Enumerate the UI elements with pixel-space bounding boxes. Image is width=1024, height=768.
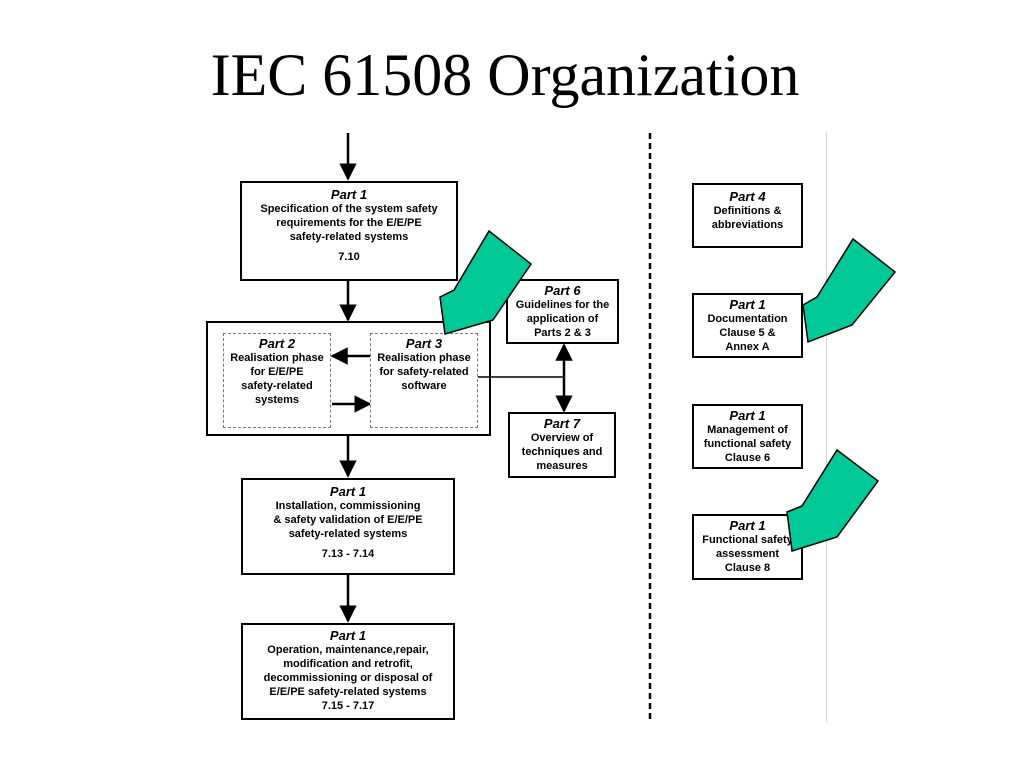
box-text: for safety-related	[379, 366, 469, 378]
box-text: Realisation phase	[377, 352, 471, 364]
box-part1-management: Part 1 Management of functional safety C…	[692, 404, 803, 469]
clause-label: 7.13 - 7.14	[321, 548, 375, 560]
box-text: for E/E/PE	[250, 366, 304, 378]
box-text: Annex A	[725, 341, 770, 353]
box-text: Parts 2 & 3	[534, 327, 591, 339]
box-text: measures	[536, 460, 588, 472]
box-text: modification and retrofit,	[283, 658, 413, 670]
box-text: decommissioning or disposal of	[263, 672, 433, 684]
box-text: Clause 6	[724, 452, 771, 464]
box-text: safety-related systems	[289, 231, 409, 243]
box-part2-hardware-realisation: Part 2 Realisation phase for E/E/PE safe…	[223, 333, 331, 428]
realisation-frame	[206, 321, 491, 436]
box-text: software	[401, 380, 447, 392]
part-label: Part 7	[543, 416, 581, 431]
box-text: Functional safety	[702, 534, 793, 546]
box-text: systems	[254, 394, 300, 406]
part-label: Part 1	[330, 187, 368, 202]
box-text: Management of	[707, 424, 788, 436]
box-text: safety-related	[241, 380, 313, 392]
part-label: Part 3	[405, 336, 443, 351]
box-part1-assessment: Part 1 Functional safety assessment Clau…	[692, 514, 803, 580]
box-text: Specification of the system safety	[260, 203, 438, 215]
box-text: & safety validation of E/E/PE	[273, 514, 423, 526]
box-text: abbreviations	[711, 219, 784, 231]
box-text: assessment	[716, 548, 779, 560]
box-text: Documentation	[707, 313, 788, 325]
box-text: application of	[526, 313, 599, 325]
box-part6-guidelines: Part 6 Guidelines for the application of…	[506, 279, 619, 344]
slide-title: IEC 61508 Organization	[210, 42, 800, 108]
part-label: Part 1	[729, 518, 766, 533]
part-label: Part 1	[729, 408, 766, 423]
box-text: Clause 5 &	[719, 327, 776, 339]
box-text: Operation, maintenance,repair,	[267, 644, 429, 656]
box-text: safety-related systems	[288, 528, 408, 540]
part-label: Part 1	[329, 628, 367, 643]
box-part1-operation: Part 1 Operation, maintenance,repair, mo…	[241, 623, 455, 720]
box-text: Clause 8	[724, 562, 771, 574]
part-label: Part 1	[329, 484, 367, 499]
clause-label: 7.10	[338, 251, 360, 263]
box-part4-definitions: Part 4 Definitions & abbreviations	[692, 183, 803, 248]
box-text: functional safety	[703, 438, 792, 450]
part-label: Part 6	[544, 283, 581, 298]
right-edge-rule	[826, 132, 827, 722]
box-part1-installation: Part 1 Installation, commissioning & saf…	[241, 478, 455, 575]
box-text: Overview of	[530, 432, 594, 444]
box-text: techniques and	[521, 446, 603, 458]
box-text: Definitions &	[713, 205, 782, 217]
part-label: Part 1	[729, 297, 766, 312]
box-part1-specification: Part 1 Specification of the system safet…	[240, 181, 458, 281]
box-part3-software-realisation: Part 3 Realisation phase for safety-rela…	[370, 333, 478, 428]
box-text: requirements for the E/E/PE	[276, 217, 422, 229]
box-text: E/E/PE safety-related systems	[269, 686, 427, 698]
clause-label: 7.15 - 7.17	[321, 700, 375, 712]
box-text: Realisation phase	[230, 352, 324, 364]
box-text: Guidelines for the	[515, 299, 610, 311]
box-part7-techniques: Part 7 Overview of techniques and measur…	[508, 412, 616, 478]
part-label: Part 2	[258, 336, 296, 351]
box-part1-documentation: Part 1 Documentation Clause 5 & Annex A	[692, 293, 803, 358]
box-text: Installation, commissioning	[275, 500, 421, 512]
part-label: Part 4	[729, 189, 766, 204]
